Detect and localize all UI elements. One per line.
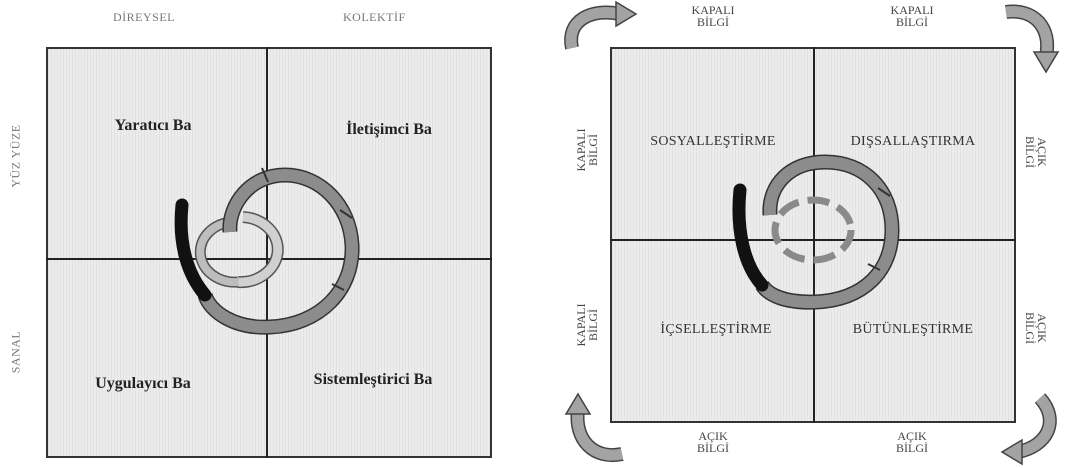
col-label-individual: DİREYSEL bbox=[113, 10, 175, 24]
quadrant-socialization: SOSYALLEŞTİRME bbox=[650, 134, 776, 149]
ba-matrix-panel: DİREYSEL KOLEKTİF YÜZ YÜZE SANAL Yaratıc… bbox=[0, 0, 520, 468]
top-left-knowledge-label: KAPALI BİLGİ bbox=[691, 3, 735, 29]
quadrant-dialoguing-ba: İletişimci Ba bbox=[346, 121, 432, 138]
ba-spiral-graphic bbox=[174, 167, 360, 335]
ba-matrix-grid bbox=[46, 47, 492, 458]
curved-arrow-icon bbox=[564, 0, 638, 50]
seci-spiral-graphic bbox=[564, 0, 1060, 466]
quadrant-originating-ba: Yaratıcı Ba bbox=[114, 117, 192, 134]
quadrant-exercising-ba: Uygulayıcı Ba bbox=[95, 375, 191, 392]
curved-arrow-icon bbox=[1005, 4, 1060, 74]
seci-matrix-vertical-divider bbox=[813, 47, 815, 423]
seci-model-panel: KAPALI BİLGİ KAPALI BİLGİ AÇIK BİLGİ AÇI… bbox=[540, 0, 1082, 468]
ba-matrix-vertical-divider bbox=[266, 47, 268, 458]
ba-matrix-horizontal-divider bbox=[46, 258, 492, 260]
curved-arrow-icon bbox=[564, 392, 624, 463]
quadrant-systemizing-ba: Sistemleştirici Ba bbox=[313, 371, 433, 388]
quadrant-internalization: İÇSELLEŞTİRME bbox=[660, 322, 772, 337]
curved-arrow-icon bbox=[1000, 393, 1057, 466]
top-right-knowledge-label: KAPALI BİLGİ bbox=[890, 3, 934, 29]
quadrant-externalization: DIŞSALLAŞTIRMA bbox=[850, 134, 976, 149]
bottom-right-knowledge-label: AÇIK BİLGİ bbox=[896, 429, 928, 455]
col-label-collective: KOLEKTİF bbox=[343, 10, 406, 24]
bottom-left-knowledge-label: AÇIK BİLGİ bbox=[697, 429, 729, 455]
quadrant-combination: BÜTÜNLEŞTİRME bbox=[852, 322, 974, 337]
